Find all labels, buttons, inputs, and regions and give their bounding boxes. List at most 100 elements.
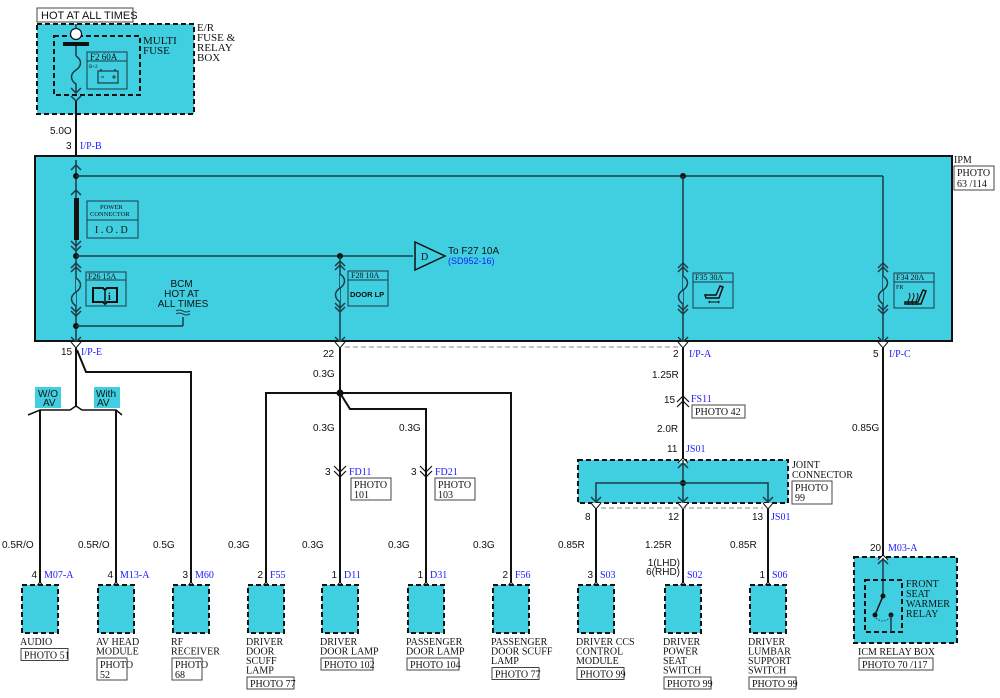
connector-id: F56 xyxy=(515,570,531,581)
with-av-label: With AV xyxy=(96,389,119,409)
bcm-hot-label: BCM HOT AT ALL TIMES xyxy=(158,279,209,310)
wire-label-ipc: 0.85G xyxy=(852,423,879,434)
photo-ref-text: PHOTO 99 xyxy=(752,679,798,690)
wire-label: 1.25R xyxy=(645,540,672,551)
ipm-photo-text: PHOTO 63 /114 xyxy=(957,168,993,190)
fuse-f26[interactable]: F26 15A i xyxy=(85,271,127,307)
er-fuse-relay-box[interactable]: E/R FUSE & RELAY BOX MULTI FUSE F2 60A B… xyxy=(36,22,238,115)
photo-ref-text: PHOTO 77 xyxy=(495,670,541,681)
to-f27-reference[interactable]: D To F27 10A (SD952-16) xyxy=(414,240,499,272)
photo-ref[interactable]: PHOTO 77 xyxy=(491,667,541,681)
photo-ref-fs11[interactable]: PHOTO 42 xyxy=(691,404,746,419)
without-av-label: W/O AV xyxy=(38,389,61,409)
wire-label-5-0o: 5.0O xyxy=(50,126,72,137)
connector-id: S03 xyxy=(600,570,616,581)
photo-ref[interactable]: PHOTO 104 xyxy=(406,657,461,671)
ipm-photo-ref[interactable]: PHOTO 63 /114 xyxy=(953,165,995,191)
joint-connector[interactable] xyxy=(577,457,789,504)
splice-icon xyxy=(175,309,191,316)
connector-js01-out: JS01 xyxy=(771,512,790,523)
wire-label: 0.5R/O xyxy=(78,540,110,551)
relay-label: FRONT SEAT WARMER RELAY xyxy=(906,579,952,620)
fuse-f28[interactable]: F28 10A DOOR LP xyxy=(347,270,389,307)
component-box[interactable] xyxy=(577,584,615,634)
er-box-label: E/R FUSE & RELAY BOX xyxy=(197,22,238,64)
fuse-f34-icon xyxy=(877,275,889,305)
pin-number: 3 xyxy=(182,570,188,581)
pin-fd11: 3 xyxy=(325,467,331,478)
component-box[interactable] xyxy=(321,584,359,634)
fuse-f35-label: F35 30A xyxy=(695,273,723,282)
wire-label-fs11-lower: 2.0R xyxy=(657,424,678,435)
connector-js01-in: JS01 xyxy=(686,444,705,455)
fuse-f28-door-lp: DOOR LP xyxy=(350,290,384,299)
pin-number: 4 xyxy=(107,570,113,581)
component-box[interactable] xyxy=(407,584,445,634)
power-connector-value: I . O . D xyxy=(95,225,128,236)
ipm-box[interactable] xyxy=(34,155,953,342)
connector-ipc: I/P-C xyxy=(889,349,911,360)
photo-ref[interactable]: PHOTO 99 xyxy=(663,676,713,690)
pin-js01-in: 11 xyxy=(667,444,678,455)
component-box[interactable] xyxy=(97,584,135,634)
component-box[interactable] xyxy=(21,584,59,634)
to-f27-ref: (SD952-16) xyxy=(448,256,495,266)
wire-label: 0.85R xyxy=(730,540,757,551)
wire-label-ipa-upper: 1.25R xyxy=(652,370,679,381)
wire-label: 0.5R/O xyxy=(2,540,34,551)
photo-ref-fd21[interactable]: PHOTO 103 xyxy=(434,477,476,501)
connector-m03a: M03-A xyxy=(888,543,918,554)
connector-fd11: FD11 xyxy=(349,467,371,478)
photo-ref-text: PHOTO 99 xyxy=(667,679,713,690)
power-connector-bar-icon xyxy=(74,198,79,240)
photo-ref[interactable]: PHOTO 99 xyxy=(576,667,626,681)
component-box[interactable] xyxy=(247,584,285,634)
pin-js01-8: 8 xyxy=(585,512,591,523)
photo-ref-text: PHOTO 102 xyxy=(324,660,375,671)
fuse-f34-sub: FR xyxy=(896,285,903,291)
bus-bar-icon xyxy=(63,42,89,46)
component-box[interactable] xyxy=(749,584,787,634)
photo-ref-icm-relay-box[interactable]: PHOTO 70 /117 xyxy=(858,657,934,671)
component-box[interactable] xyxy=(492,584,530,634)
photo-ref-joint-connector[interactable]: PHOTO 99 xyxy=(791,480,833,505)
photo-ref[interactable]: PHOTO 51 xyxy=(20,648,70,662)
pin-number: 1 xyxy=(331,570,337,581)
component-box[interactable] xyxy=(172,584,210,634)
battery-terminal-icon xyxy=(69,27,83,41)
connector-id: M07-A xyxy=(44,570,74,581)
fuse-f34[interactable]: F34 20A FR xyxy=(893,272,935,309)
fuse-f35[interactable]: F35 30A xyxy=(692,272,734,309)
pin-js01-13: 13 xyxy=(752,512,764,523)
fuse-f26-icon xyxy=(70,277,82,307)
fuse-f34-label: F34 20A xyxy=(896,273,924,282)
photo-ref[interactable]: PHOTO 77 xyxy=(246,676,296,690)
photo-ref[interactable]: PHOTO 99 xyxy=(748,676,798,690)
relay-switch-icon xyxy=(872,593,894,632)
component-box[interactable] xyxy=(664,584,702,634)
wire-label: 0.3G xyxy=(228,540,250,551)
pin-ipa: 2 xyxy=(673,349,679,360)
photo-ref-fd11[interactable]: PHOTO 101 xyxy=(350,477,392,501)
photo-ref[interactable]: PHOTO 102 xyxy=(320,657,375,671)
power-connector-iod[interactable]: POWER CONNECTOR I . O . D xyxy=(86,200,139,239)
icm-relay-box[interactable]: FRONT SEAT WARMER RELAY xyxy=(853,554,958,644)
